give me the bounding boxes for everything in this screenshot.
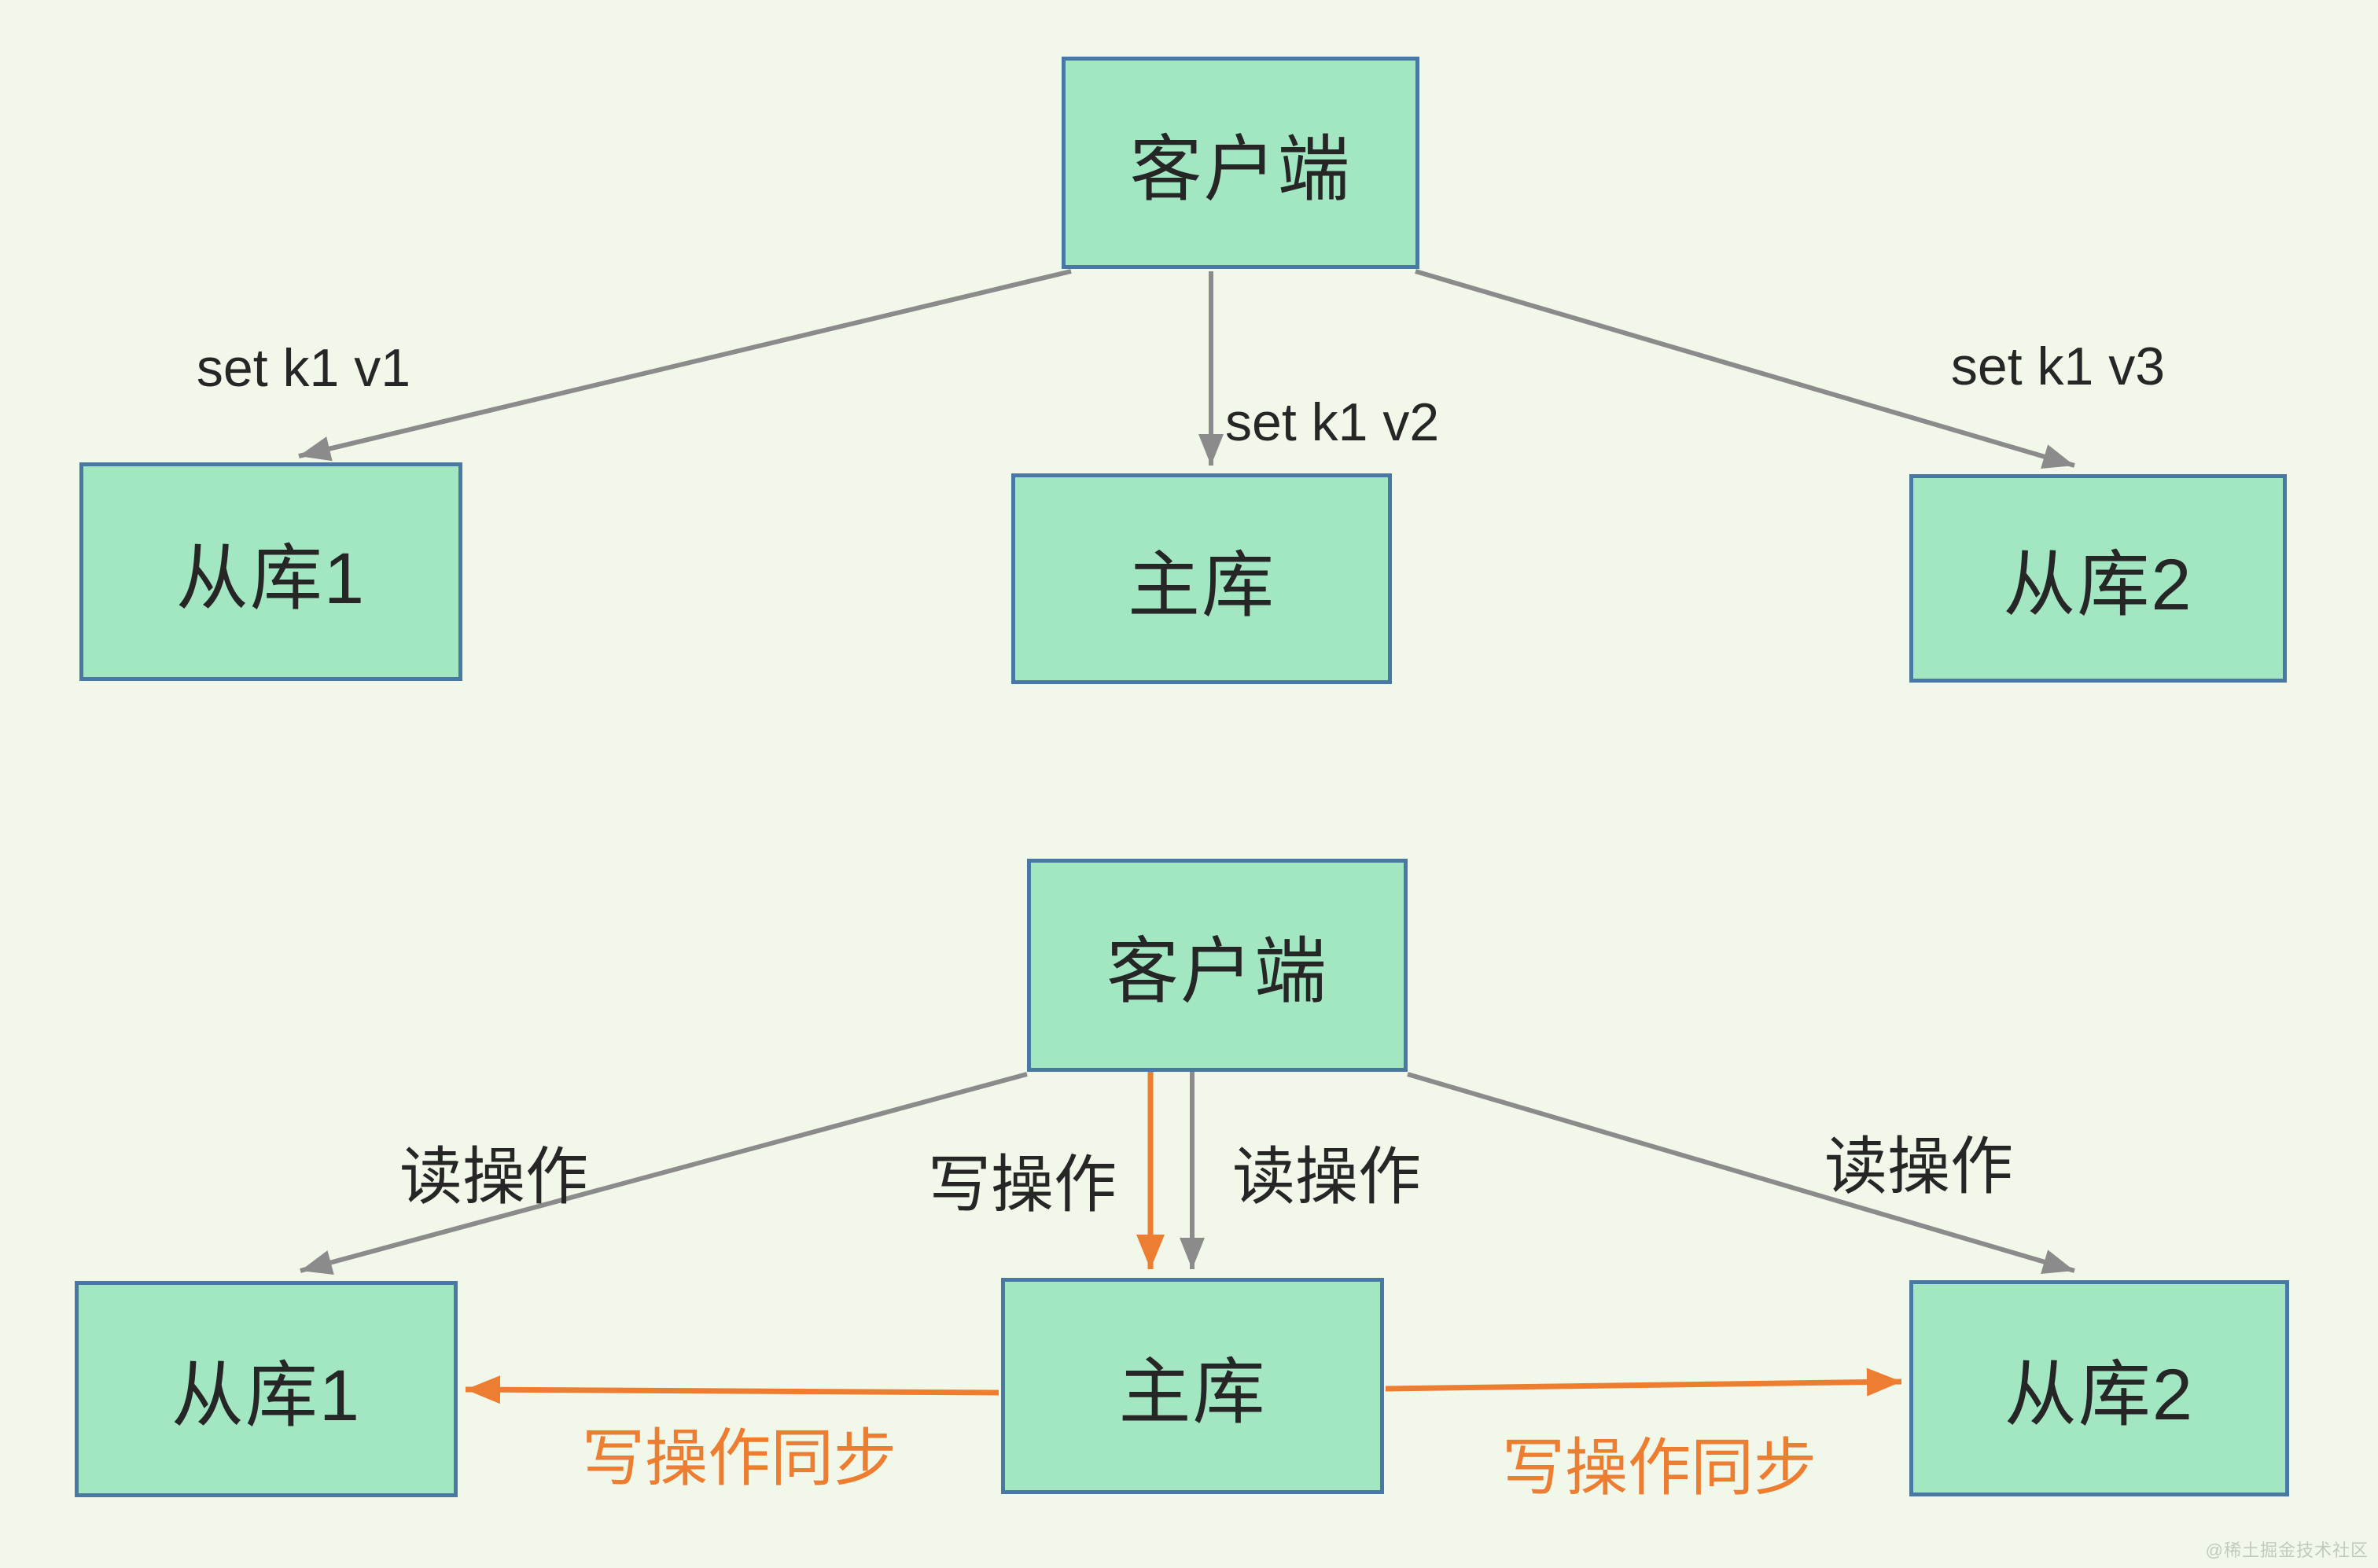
bottom-master-node: 主库 xyxy=(1001,1278,1384,1494)
edge-label-write: 写操作 xyxy=(928,1150,1117,1220)
edge-label-sync-right: 写操作同步 xyxy=(1502,1433,1817,1503)
edge-label-set-k1-v3: set k1 v3 xyxy=(1950,337,2166,396)
edge-label-read-left: 读操作 xyxy=(399,1142,588,1212)
bottom-slave1-node: 从库1 xyxy=(75,1281,458,1497)
bottom-client-node: 客户端 xyxy=(1027,859,1408,1072)
top-slave1-node: 从库1 xyxy=(79,462,462,681)
edge-label-set-k1-v1: set k1 v1 xyxy=(196,338,411,398)
edge-label-read-right: 读操作 xyxy=(1824,1132,2013,1202)
edge-label-read-middle: 读操作 xyxy=(1232,1142,1421,1212)
bottom-slave2-node: 从库2 xyxy=(1909,1280,2289,1496)
edge-label-set-k1-v2: set k1 v2 xyxy=(1225,392,1440,452)
top-client-node: 客户端 xyxy=(1062,57,1419,269)
edge-sync-master-slave1 xyxy=(465,1375,999,1404)
top-slave2-node: 从库2 xyxy=(1909,474,2287,683)
edge-sync-master-slave2 xyxy=(1385,1367,1902,1397)
edge-label-sync-left: 写操作同步 xyxy=(582,1423,896,1493)
watermark-text: @稀土掘金技术社区 xyxy=(2205,1540,2369,1560)
top-master-node: 主库 xyxy=(1011,473,1392,684)
edge-top-client-slave1 xyxy=(298,269,1072,462)
